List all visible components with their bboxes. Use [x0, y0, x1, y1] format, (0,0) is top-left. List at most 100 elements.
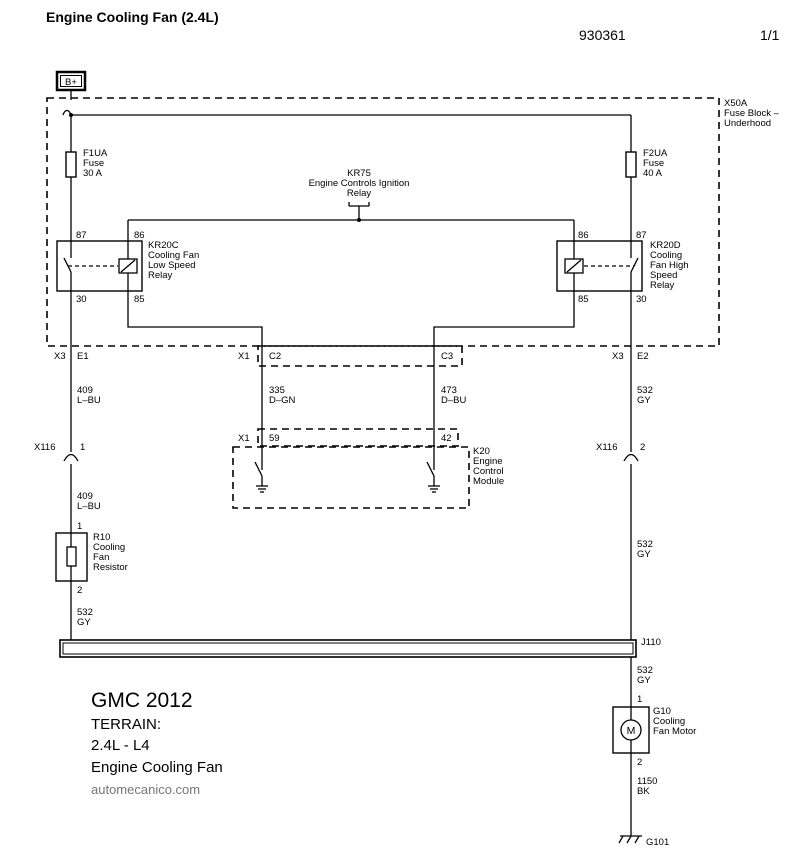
svg-text:Resistor: Resistor — [93, 562, 128, 573]
battery-terminal: B+ — [55, 70, 87, 92]
motor-pin-2: 2 — [637, 757, 642, 768]
fuse-f2ua — [625, 151, 637, 178]
connector-x116-pin-1: 1 — [80, 442, 85, 453]
svg-text:D–GN: D–GN — [269, 395, 296, 406]
caption-engine: 2.4L - L4 — [91, 737, 150, 754]
svg-text:335: 335 — [269, 385, 285, 396]
connector-x116-right: X116 — [596, 442, 617, 453]
svg-text:BK: BK — [637, 786, 650, 797]
high-speed-relay-switch-icon — [564, 241, 639, 291]
connector-pin-59: 59 — [269, 433, 280, 444]
connector-x3-left: X3 — [54, 351, 66, 362]
resistor-pin-2: 2 — [77, 585, 82, 596]
connector-e2: E2 — [637, 351, 649, 362]
document-number: 930361 — [579, 27, 626, 43]
ground-label: G101 — [646, 837, 669, 848]
svg-text:Low Speed: Low Speed — [148, 260, 196, 271]
wire-532-upper-label: 532 GY — [637, 385, 653, 406]
svg-text:532: 532 — [637, 385, 653, 396]
svg-text:532: 532 — [637, 539, 653, 550]
ecm-left-switch-icon — [254, 461, 268, 493]
svg-text:Cooling Fan: Cooling Fan — [148, 250, 199, 261]
resistor-icon — [66, 546, 77, 567]
connector-c2: C2 — [269, 351, 281, 362]
wire-409-lower-label: 409 L–BU — [77, 491, 101, 512]
svg-text:Cooling: Cooling — [653, 716, 685, 727]
fuse-block-label: X50A Fuse Block – Underhood — [724, 98, 780, 129]
connector-x116-left: X116 — [34, 442, 55, 453]
ignition-relay-label: KR75 Engine Controls Ignition Relay — [309, 168, 410, 199]
ecm-module-boundary — [232, 446, 470, 509]
svg-text:GY: GY — [637, 675, 651, 686]
connector-x1-lower — [257, 428, 459, 447]
resistor-label: R10 Cooling Fan Resistor — [93, 532, 128, 573]
svg-text:KR20D: KR20D — [650, 240, 681, 251]
ecm-label: K20 Engine Control Module — [473, 446, 504, 487]
caption-make-year: GMC 2012 — [91, 689, 193, 712]
ecm-right-switch-icon — [426, 461, 440, 493]
battery-label: B+ — [65, 77, 77, 88]
relay-high-pin-87: 87 — [636, 230, 647, 241]
connector-x116-left-icon — [63, 453, 79, 470]
svg-text:M: M — [627, 725, 636, 737]
wire-1150-label: 1150 BK — [637, 776, 657, 797]
harness-j110 — [59, 639, 637, 658]
svg-text:Cooling: Cooling — [650, 250, 682, 261]
svg-text:Relay: Relay — [347, 188, 372, 199]
connector-pin-42: 42 — [441, 433, 452, 444]
svg-text:1150: 1150 — [637, 776, 657, 787]
svg-text:F1UA: F1UA — [83, 148, 108, 159]
connector-x1-upper — [257, 345, 463, 367]
svg-text:30 A: 30 A — [83, 168, 103, 179]
svg-text:Fuse Block –: Fuse Block – — [724, 108, 780, 119]
svg-text:532: 532 — [77, 607, 93, 618]
svg-text:L–BU: L–BU — [77, 501, 101, 512]
motor-pin-1: 1 — [637, 694, 642, 705]
svg-text:Fan High: Fan High — [650, 260, 689, 271]
motor-label: G10 Cooling Fan Motor — [653, 706, 696, 737]
svg-text:L–BU: L–BU — [77, 395, 101, 406]
caption-model: TERRAIN: — [91, 716, 161, 733]
connector-c3: C3 — [441, 351, 453, 362]
relay-high-pin-30: 30 — [636, 294, 647, 305]
svg-text:Control: Control — [473, 466, 504, 477]
svg-text:Fan Motor: Fan Motor — [653, 726, 696, 737]
svg-text:Cooling: Cooling — [93, 542, 125, 553]
svg-text:Relay: Relay — [148, 270, 173, 281]
fuse-f1ua-label: F1UA Fuse 30 A — [83, 148, 108, 179]
svg-text:KR75: KR75 — [347, 168, 371, 179]
svg-text:Fuse: Fuse — [643, 158, 664, 169]
wire-473-label: 473 D–BU — [441, 385, 466, 406]
svg-text:Engine: Engine — [473, 456, 503, 467]
svg-text:Underhood: Underhood — [724, 118, 771, 129]
resistor-pin-1: 1 — [77, 521, 82, 532]
svg-text:X50A: X50A — [724, 98, 748, 109]
svg-text:F2UA: F2UA — [643, 148, 668, 159]
svg-text:KR20C: KR20C — [148, 240, 179, 251]
svg-text:Relay: Relay — [650, 280, 675, 291]
wire-409-upper-label: 409 L–BU — [77, 385, 101, 406]
relay-low-pin-85: 85 — [134, 294, 145, 305]
svg-text:GY: GY — [637, 549, 651, 560]
svg-text:532: 532 — [637, 665, 653, 676]
svg-text:G10: G10 — [653, 706, 671, 717]
svg-text:Fan: Fan — [93, 552, 109, 563]
svg-text:GY: GY — [77, 617, 91, 628]
svg-text:Engine Controls Ignition: Engine Controls Ignition — [309, 178, 410, 189]
wire-335-label: 335 D–GN — [269, 385, 296, 406]
page-title: Engine Cooling Fan (2.4L) — [46, 9, 219, 25]
caption-system: Engine Cooling Fan — [91, 759, 223, 776]
motor-icon: M — [620, 707, 642, 753]
low-speed-relay-label: KR20C Cooling Fan Low Speed Relay — [148, 240, 199, 281]
svg-text:473: 473 — [441, 385, 457, 396]
wire-532-mid-label: 532 GY — [637, 539, 653, 560]
connector-x116-right-icon — [623, 453, 639, 470]
connector-x1-c2: X1 — [238, 351, 250, 362]
connector-e1: E1 — [77, 351, 89, 362]
svg-text:GY: GY — [637, 395, 651, 406]
svg-text:D–BU: D–BU — [441, 395, 466, 406]
relay-low-pin-87: 87 — [76, 230, 87, 241]
svg-text:Speed: Speed — [650, 270, 677, 281]
fuse-f2ua-label: F2UA Fuse 40 A — [643, 148, 668, 179]
